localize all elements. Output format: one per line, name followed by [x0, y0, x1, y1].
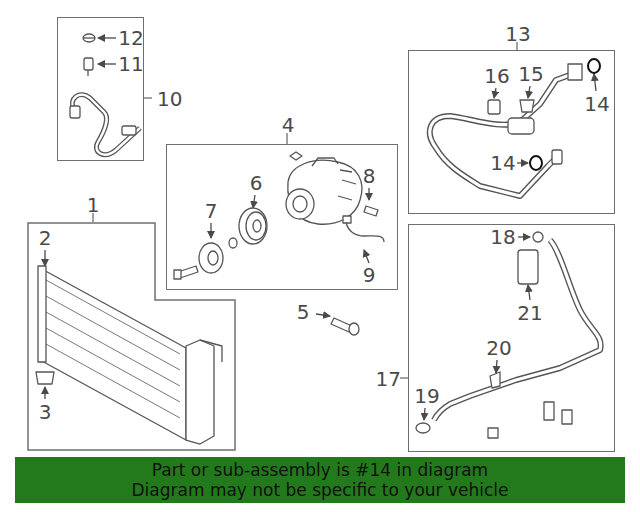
callout-number: 7	[205, 201, 218, 221]
callout-number: 16	[484, 66, 509, 86]
part-drawing-shape	[488, 428, 498, 438]
part-drawing-shape	[416, 423, 430, 433]
part-drawing-shape	[338, 170, 356, 200]
part-drawing-shape	[293, 196, 307, 212]
assembly-group: 1	[27, 222, 236, 451]
callout-leader-shape	[528, 285, 530, 300]
part-drawing-shape	[36, 372, 54, 384]
notice-band: Part or sub-assembly is #14 in diagramDi…	[15, 457, 625, 503]
part-drawing-shape	[520, 100, 534, 112]
group-number: 13	[505, 24, 530, 44]
callout-number: 5	[297, 302, 310, 322]
assembly-group: 13	[408, 50, 615, 214]
part-drawing-shape	[253, 220, 261, 232]
part-drawing-shape	[488, 100, 500, 114]
part-drawing-shape	[312, 158, 338, 166]
part-drawing-shape	[199, 243, 223, 273]
callout-leader-shape	[424, 408, 425, 420]
part-drawing-shape	[552, 150, 562, 164]
notice-text: Part or sub-assembly is #14 in diagram	[152, 460, 488, 480]
group-leader-shape	[143, 97, 152, 98]
part-drawing-shape	[533, 232, 543, 242]
callout-number: 21	[517, 303, 542, 323]
callout-number: 12	[118, 28, 143, 48]
part-drawing-shape	[72, 95, 140, 155]
group-leader	[93, 42, 517, 378]
part-drawing-shape	[346, 222, 384, 242]
part-drawing-shape	[208, 251, 218, 265]
part-drawing-shape	[544, 402, 554, 420]
callout-leader-shape	[44, 387, 45, 399]
part-drawing-shape	[364, 206, 378, 216]
callout-leader-shape	[594, 74, 596, 91]
callout-number: 14	[584, 94, 609, 114]
part-drawing-shape	[38, 266, 46, 362]
part-drawing-shape	[83, 34, 95, 42]
callout-number: 11	[118, 54, 143, 74]
part-drawing-shape	[72, 95, 140, 155]
part-drawing-shape	[490, 372, 500, 388]
part-drawing	[36, 34, 601, 444]
part-drawing-shape	[430, 72, 578, 196]
callout-number: 18	[490, 227, 515, 247]
part-drawing-shape	[349, 323, 359, 335]
callout-number: 8	[363, 166, 376, 186]
part-drawing-shape	[40, 268, 186, 440]
group-leader-shape	[400, 377, 408, 378]
part-drawing-shape	[568, 64, 582, 80]
part-drawing-shape	[290, 152, 302, 160]
callout-number: 15	[518, 64, 543, 84]
part-drawing-shape	[343, 216, 351, 223]
part-drawing-shape	[434, 240, 601, 420]
part-drawing-shape	[84, 58, 93, 70]
group-outline-shape	[28, 223, 235, 450]
part-drawing-shape	[434, 240, 601, 420]
callout-number: 9	[363, 265, 376, 285]
part-drawing-shape	[430, 72, 578, 196]
group-outline	[27, 222, 236, 451]
group-number: 4	[282, 115, 295, 135]
callout-leader-shape	[44, 250, 45, 266]
callout-number: 6	[250, 173, 263, 193]
part-drawing-shape	[239, 208, 267, 244]
group-number: 17	[376, 369, 401, 389]
part-drawing-shape	[122, 126, 136, 135]
callout-leader-shape	[253, 195, 255, 208]
callout-leader-shape	[496, 360, 497, 373]
callout-number: 19	[414, 386, 439, 406]
callout-leader-shape	[210, 223, 211, 238]
callout-leader-shape	[518, 236, 530, 237]
part-drawing-shape	[508, 118, 534, 134]
part-drawing-shape	[186, 340, 214, 444]
callout-leader-shape	[494, 88, 496, 98]
callout-leader-shape	[98, 63, 116, 64]
callout-number: 20	[486, 338, 511, 358]
part-drawing-shape	[246, 212, 266, 240]
part-drawing-shape	[200, 340, 222, 362]
callout-leader-shape	[98, 37, 116, 38]
callout-leader-shape	[517, 162, 528, 163]
callout-number: 14	[490, 153, 515, 173]
part-drawing-shape	[588, 59, 600, 73]
part-drawing-shape	[530, 156, 542, 170]
part-drawing-shape	[229, 238, 237, 248]
callout-number: 2	[39, 228, 52, 248]
callout-leader-shape	[368, 188, 369, 200]
group-number: 1	[87, 195, 100, 215]
part-drawing-shape	[174, 270, 181, 279]
part-drawing-shape	[518, 250, 538, 284]
notice-text: Diagram may not be specific to your vehi…	[131, 480, 508, 500]
part-drawing-shape	[87, 70, 88, 76]
callout-leader-shape	[316, 314, 330, 316]
part-drawing-shape	[286, 189, 314, 219]
part-drawing-shape	[83, 37, 95, 38]
callout-leader-shape	[364, 250, 369, 263]
part-drawing-shape	[562, 410, 572, 424]
group-number: 10	[157, 89, 182, 109]
callout-leader-shape	[528, 86, 530, 98]
callout-number: 3	[39, 402, 52, 422]
part-drawing-shape	[70, 106, 80, 118]
